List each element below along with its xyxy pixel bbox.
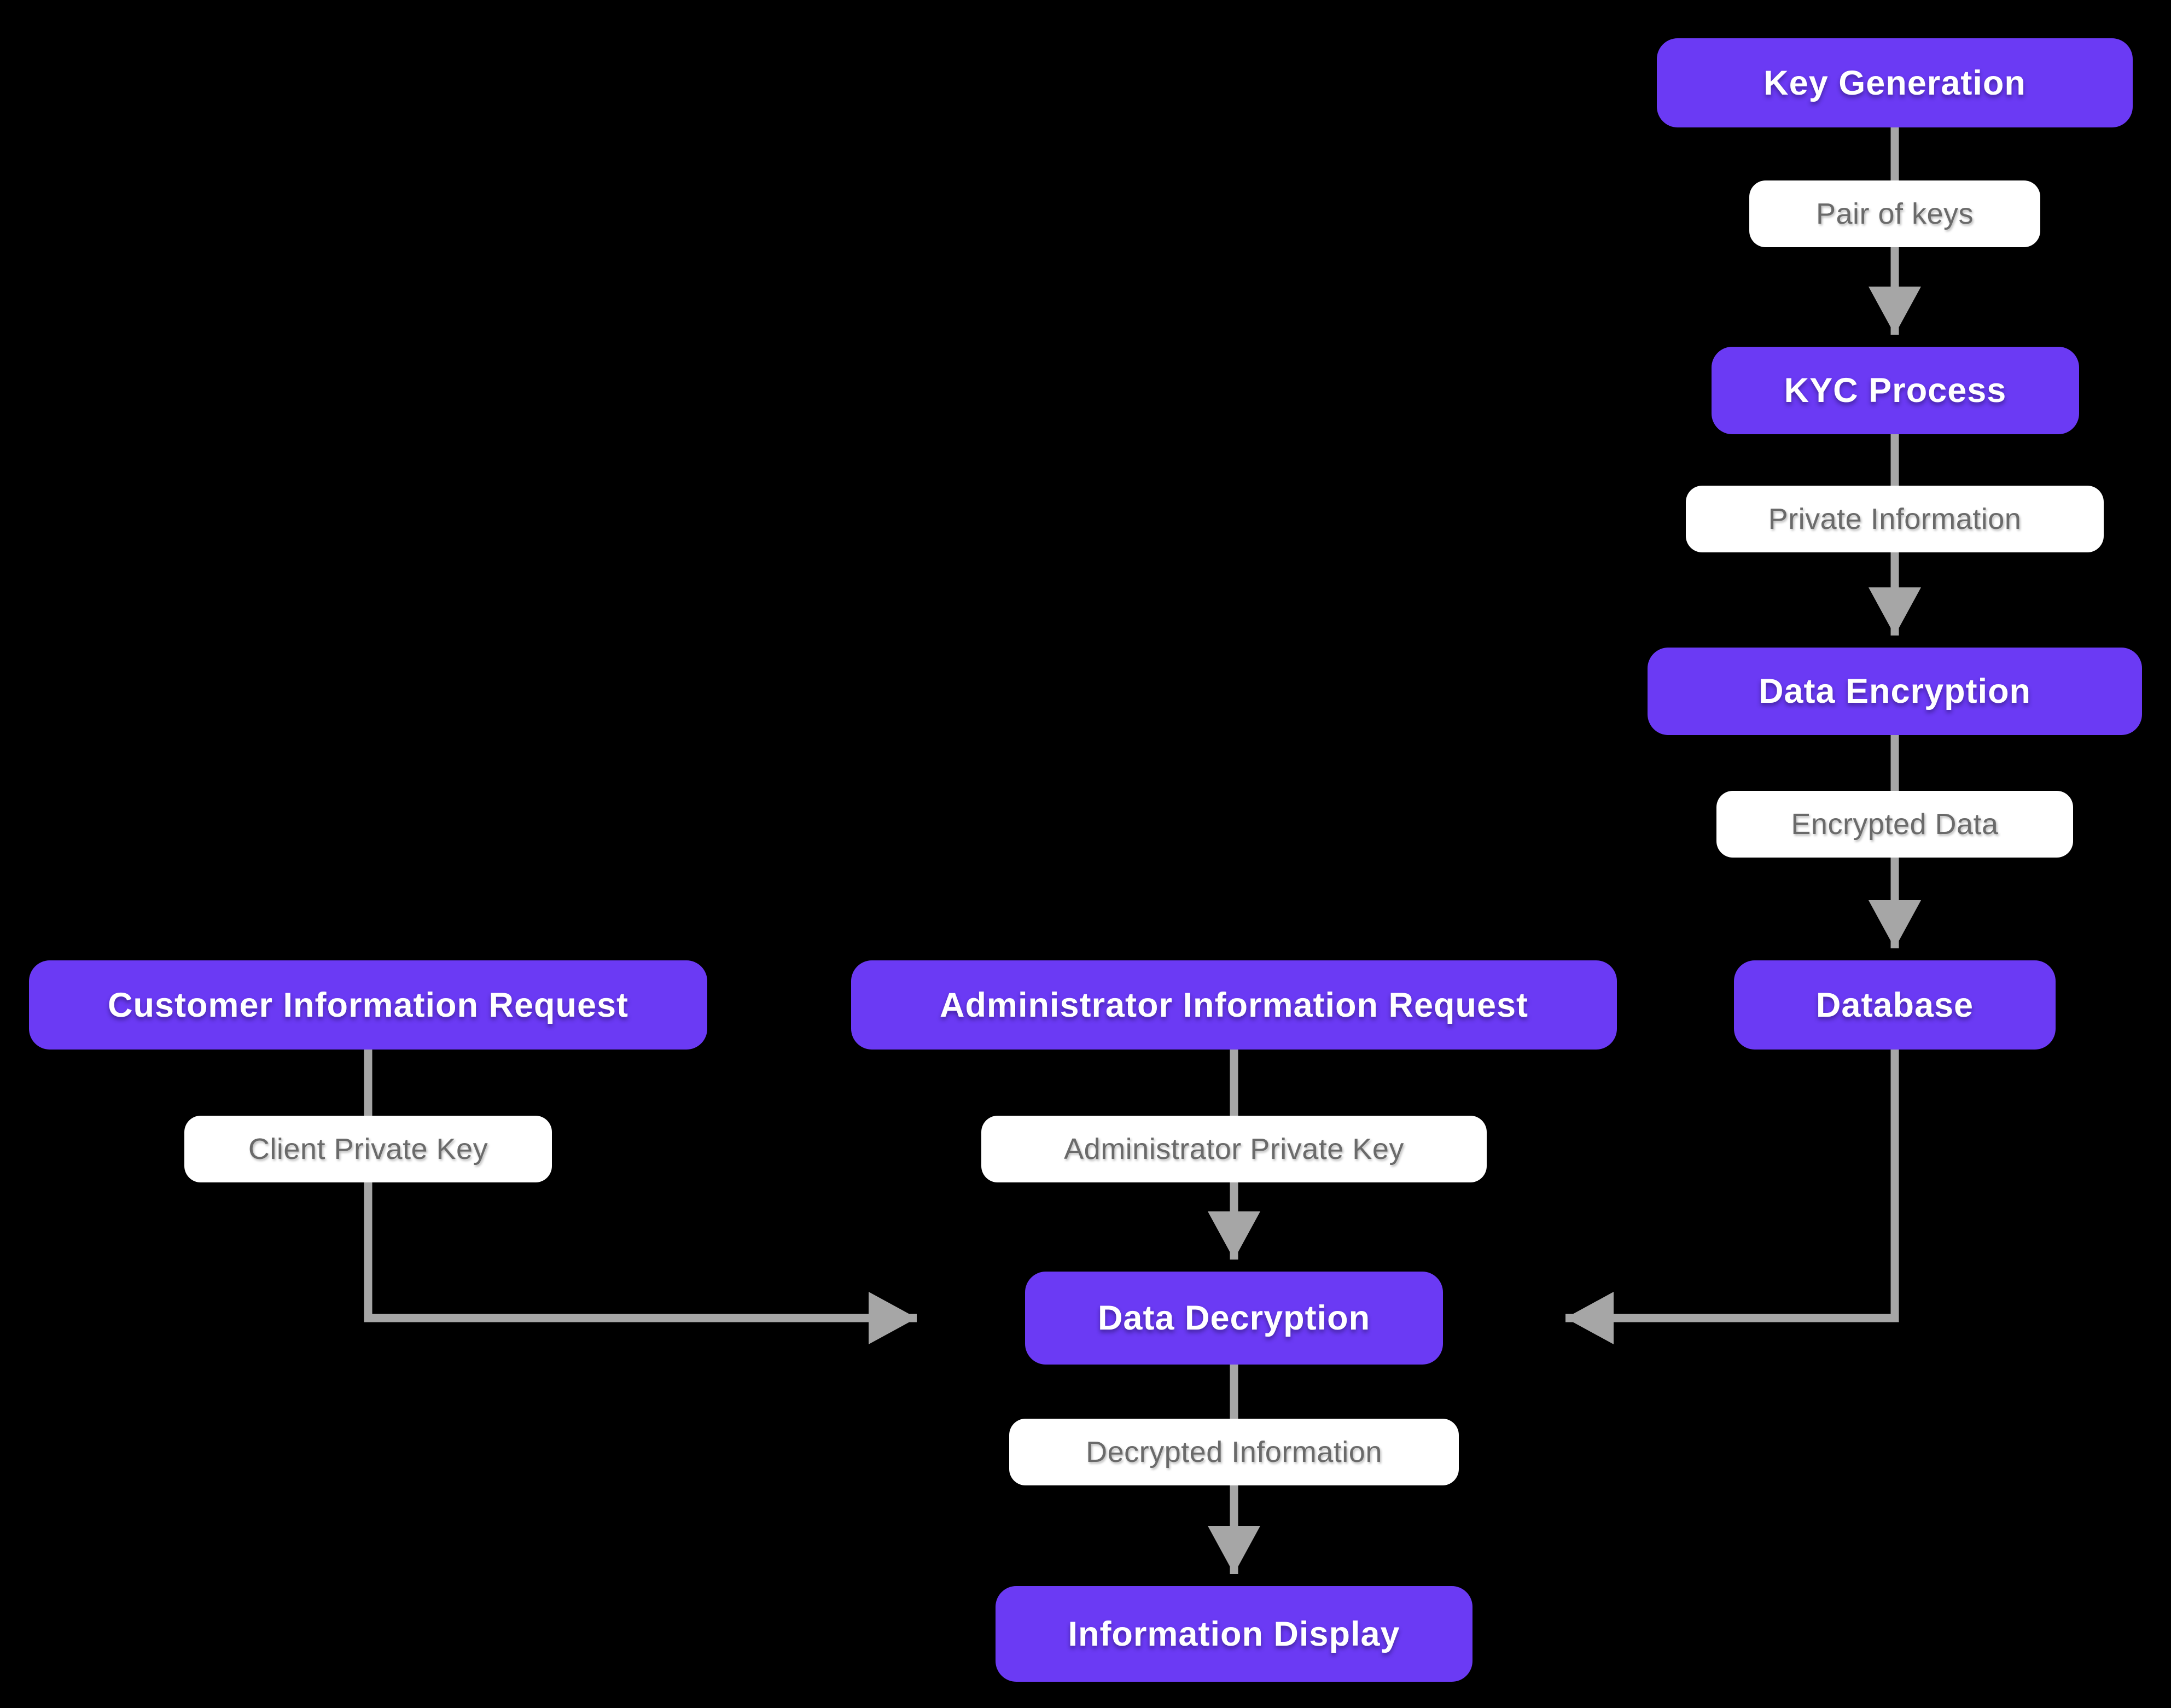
node-information-display: Information Display (996, 1586, 1472, 1682)
node-pair-of-keys: Pair of keys (1749, 180, 2040, 247)
node-administrator-private-key: Administrator Private Key (981, 1116, 1487, 1182)
connector-customerrequest-datadecryption (364, 1050, 917, 1344)
node-key-generation: Key Generation (1657, 38, 2133, 127)
node-kyc-process: KYC Process (1712, 347, 2079, 434)
node-administrator-information-request: Administrator Information Request (851, 960, 1617, 1050)
connector-database-datadecryption (1565, 1050, 1899, 1344)
node-customer-information-request: Customer Information Request (29, 960, 707, 1050)
node-encrypted-data: Encrypted Data (1716, 791, 2073, 858)
node-data-encryption: Data Encryption (1648, 648, 2142, 735)
node-private-information: Private Information (1686, 486, 2104, 552)
node-decrypted-information: Decrypted Information (1009, 1419, 1459, 1485)
node-client-private-key: Client Private Key (184, 1116, 552, 1182)
node-database: Database (1734, 960, 2056, 1050)
node-data-decryption: Data Decryption (1025, 1272, 1443, 1365)
